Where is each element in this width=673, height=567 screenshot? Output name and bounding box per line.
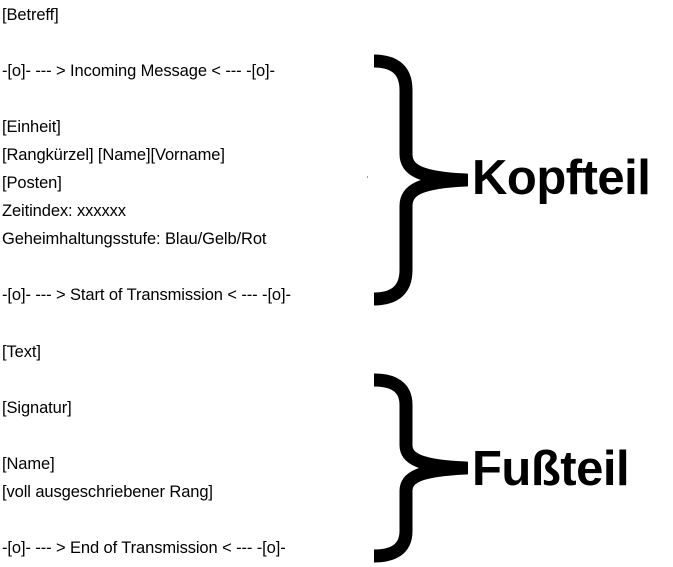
text-placeholder: [Text] xyxy=(2,343,41,361)
footer-section-label: Fußteil xyxy=(472,442,630,496)
classification-line: Geheimhaltungsstufe: Blau/Gelb/Rot xyxy=(2,230,267,248)
subject-placeholder: [Betreff] xyxy=(2,6,59,24)
header-brace-icon xyxy=(372,54,468,306)
header-section-label: Kopfteil xyxy=(472,151,651,205)
incoming-message-marker: -[o]- --- > Incoming Message < --- -[o]- xyxy=(2,62,275,80)
unit-placeholder: [Einheit] xyxy=(2,118,61,136)
footer-brace-icon xyxy=(372,373,468,563)
signature-placeholder: [Signatur] xyxy=(2,399,72,417)
end-transmission-marker: -[o]- --- > End of Transmission < --- -[… xyxy=(2,539,286,557)
rank-name-placeholder: [Rangkürzel] [Name][Vorname] xyxy=(2,146,225,164)
name-placeholder: [Name] xyxy=(2,455,55,473)
post-placeholder: [Posten] xyxy=(2,174,62,192)
stray-dot xyxy=(367,176,368,178)
time-index-line: Zeitindex: xxxxxx xyxy=(2,202,126,220)
start-transmission-marker: -[o]- --- > Start of Transmission < --- … xyxy=(2,286,291,304)
full-rank-placeholder: [voll ausgeschriebener Rang] xyxy=(2,483,213,501)
